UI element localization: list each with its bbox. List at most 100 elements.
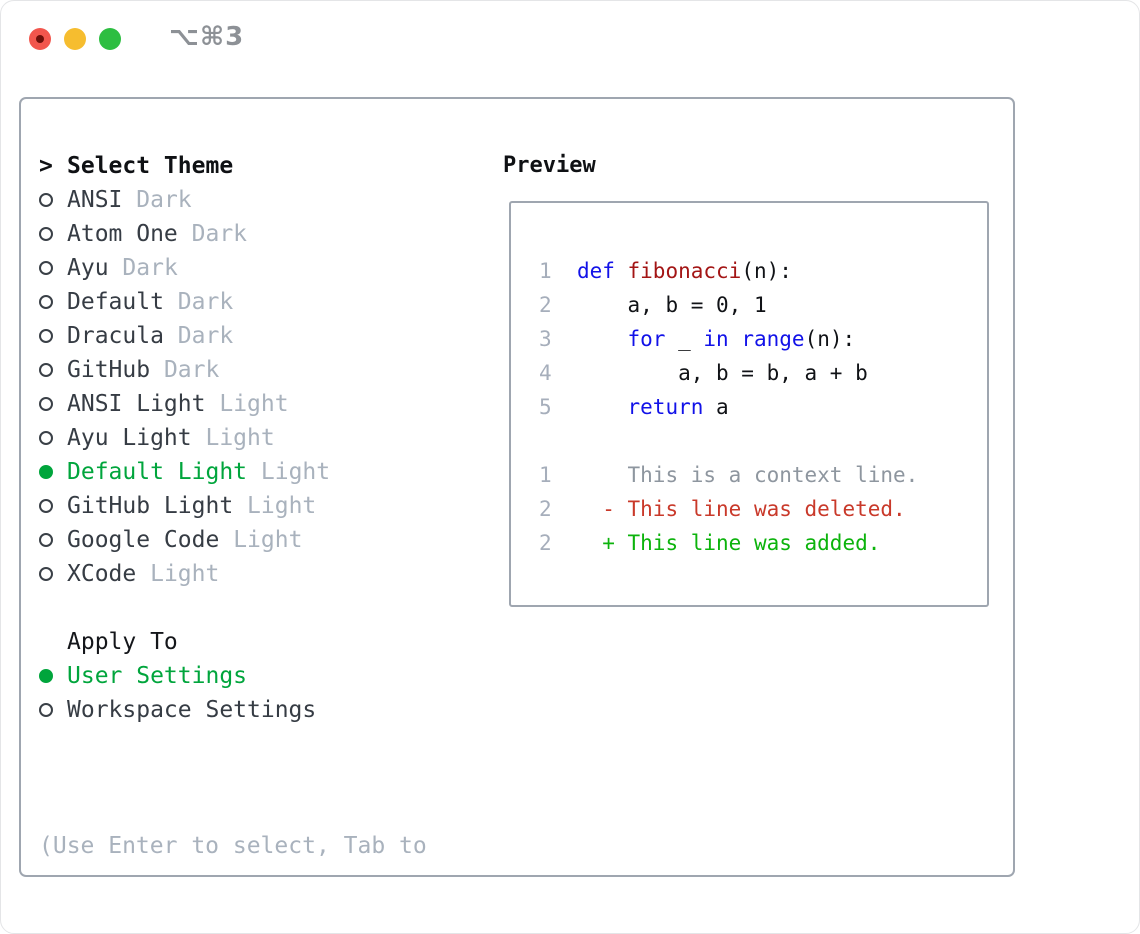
preview-line: 1 This is a context line. <box>539 463 919 487</box>
preview-line: 2 - This line was deleted. <box>539 497 906 521</box>
theme-option[interactable]: Dracula Dark <box>39 319 427 353</box>
preview-line: 4 a, b = b, a + b <box>539 361 868 385</box>
theme-option[interactable]: Ayu Dark <box>39 251 427 285</box>
theme-name: Dracula <box>67 323 164 349</box>
theme-label: ANSI Dark <box>67 187 192 213</box>
select-theme-title: Select Theme <box>67 153 234 179</box>
theme-option[interactable]: Default Light Light <box>39 455 427 489</box>
radio-cell <box>39 703 67 717</box>
radio-selected-icon <box>39 669 53 683</box>
theme-label: GitHub Dark <box>67 357 219 383</box>
radio-cell <box>39 193 67 207</box>
radio-cell <box>39 329 67 343</box>
theme-variant-tag: Light <box>219 391 289 417</box>
radio-cell <box>39 567 67 581</box>
title-bar: ⌥⌘3 <box>1 1 1139 81</box>
radio-icon <box>39 261 53 275</box>
theme-option[interactable]: Ayu Light Light <box>39 421 427 455</box>
keyboard-hint: (Use Enter to select, Tab to change focu… <box>39 761 427 933</box>
radio-icon <box>39 567 53 581</box>
radio-cell <box>39 499 67 513</box>
radio-cell <box>39 669 67 683</box>
theme-label: Atom One Dark <box>67 221 247 247</box>
radio-icon <box>39 193 53 207</box>
apply-to-header: Apply To <box>39 625 427 659</box>
radio-icon <box>39 431 53 445</box>
hint-line-1: (Use Enter to select, Tab to <box>39 833 427 859</box>
theme-option[interactable]: ANSI Dark <box>39 183 427 217</box>
focus-caret-icon: > <box>39 153 53 179</box>
theme-option[interactable]: Google Code Light <box>39 523 427 557</box>
radio-icon <box>39 227 53 241</box>
apply-to-option[interactable]: User Settings <box>39 659 427 693</box>
theme-option[interactable]: GitHub Light Light <box>39 489 427 523</box>
theme-name: Default <box>67 289 164 315</box>
theme-label: Default Dark <box>67 289 233 315</box>
theme-label: Ayu Dark <box>67 255 178 281</box>
theme-label: Google Code Light <box>67 527 302 553</box>
theme-name: GitHub Light <box>67 493 234 519</box>
theme-label: Default Light Light <box>67 459 330 485</box>
theme-variant-tag: Dark <box>163 357 220 383</box>
theme-variant-tag: Light <box>205 425 275 451</box>
window-title: ⌥⌘3 <box>169 22 245 52</box>
apply-to-label: User Settings <box>67 663 248 689</box>
theme-name: GitHub <box>67 357 151 383</box>
apply-to-option[interactable]: Workspace Settings <box>39 693 427 727</box>
radio-cell <box>39 533 67 547</box>
theme-variant-tag: Dark <box>191 221 248 247</box>
zoom-button[interactable] <box>99 28 121 50</box>
theme-variant-tag: Light <box>260 459 331 485</box>
radio-icon <box>39 703 53 717</box>
preview-title: Preview <box>503 153 596 178</box>
theme-variant-tag: Light <box>150 561 220 587</box>
preview-line: 3 for _ in range(n): <box>539 327 856 351</box>
radio-icon <box>39 533 53 547</box>
theme-variant-tag: Light <box>247 493 317 519</box>
theme-option[interactable]: GitHub Dark <box>39 353 427 387</box>
theme-option[interactable]: Atom One Dark <box>39 217 427 251</box>
theme-variant-tag: Dark <box>136 187 192 213</box>
select-theme-header: > Select Theme <box>39 149 427 183</box>
preview-line: 1 def fibonacci(n): <box>539 259 792 283</box>
theme-name: ANSI <box>67 187 123 213</box>
theme-option[interactable]: ANSI Light Light <box>39 387 427 421</box>
theme-name: Atom One <box>67 221 178 247</box>
radio-icon <box>39 397 53 411</box>
theme-name: XCode <box>67 561 137 587</box>
theme-label: XCode Light <box>67 561 219 587</box>
theme-label: Ayu Light Light <box>67 425 275 451</box>
theme-name: ANSI Light <box>67 391 206 417</box>
minimize-button[interactable] <box>64 28 86 50</box>
preview-line <box>539 424 987 458</box>
spacer <box>39 591 427 625</box>
radio-selected-icon <box>39 465 53 479</box>
theme-name: Ayu Light <box>67 425 192 451</box>
theme-option[interactable]: XCode Light <box>39 557 427 591</box>
preview-line: 2 a, b = 0, 1 <box>539 293 767 317</box>
apply-to-label: Workspace Settings <box>67 697 317 723</box>
radio-cell <box>39 431 67 445</box>
theme-variant-tag: Dark <box>177 289 234 315</box>
theme-option[interactable]: Default Dark <box>39 285 427 319</box>
radio-cell <box>39 397 67 411</box>
radio-cell <box>39 261 67 275</box>
apply-to-title: Apply To <box>67 629 178 655</box>
theme-name: Ayu <box>67 255 109 281</box>
preview-pane: 1 def fibonacci(n): 2 a, b = 0, 1 3 for _ … <box>509 201 989 607</box>
theme-variant-tag: Light <box>233 527 303 553</box>
theme-label: GitHub Light Light <box>67 493 316 519</box>
radio-icon <box>39 295 53 309</box>
close-button[interactable] <box>29 28 51 50</box>
theme-variant-tag: Dark <box>177 323 234 349</box>
theme-label: ANSI Light Light <box>67 391 289 417</box>
spacer <box>39 727 427 761</box>
theme-variant-tag: Dark <box>122 255 178 281</box>
radio-icon <box>39 363 53 377</box>
radio-cell <box>39 295 67 309</box>
